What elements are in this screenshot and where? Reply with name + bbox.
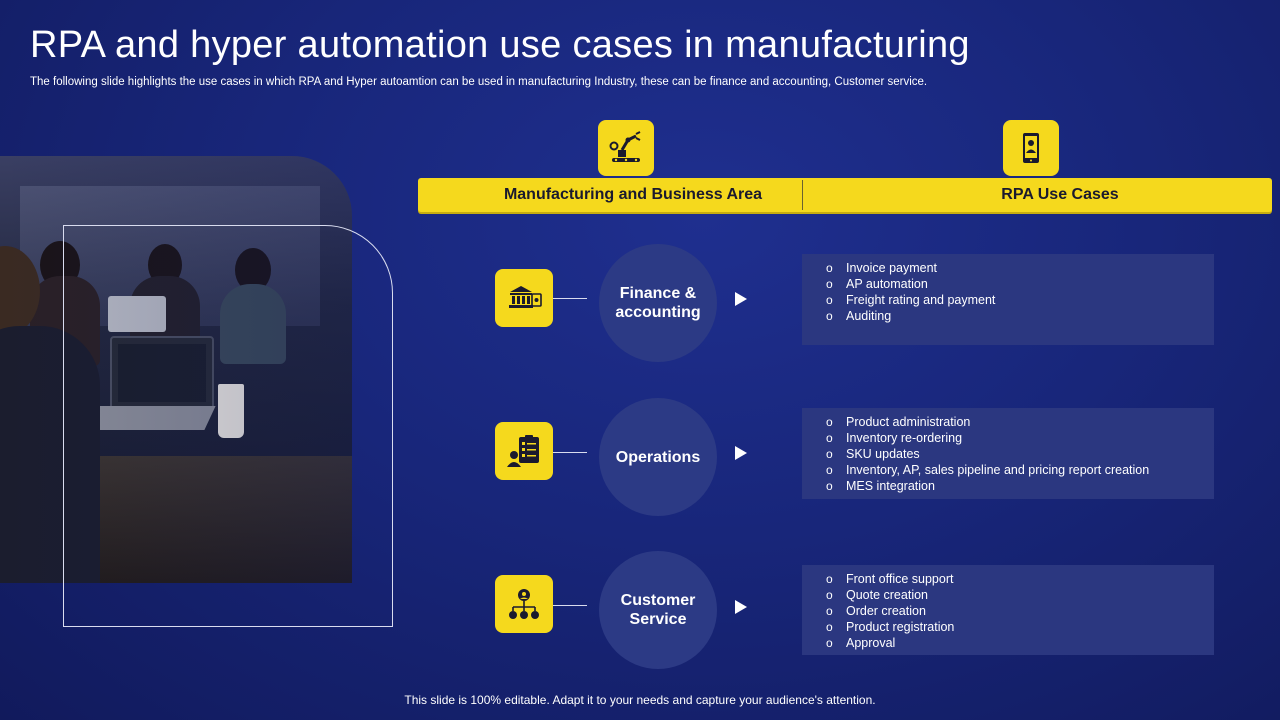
area-label: Operations — [615, 448, 701, 466]
robot-arm-icon — [598, 120, 654, 176]
decorative-frame — [63, 225, 393, 627]
list-item: Inventory re-ordering — [826, 430, 1214, 446]
page-title: RPA and hyper automation use cases in ma… — [30, 24, 970, 66]
list-item: Invoice payment — [826, 260, 1214, 276]
footer-note: This slide is 100% editable. Adapt it to… — [404, 693, 876, 707]
mobile-user-icon — [1003, 120, 1059, 176]
arrow-right-icon — [735, 446, 747, 460]
list-item: SKU updates — [826, 446, 1214, 462]
list-item: Auditing — [826, 308, 1214, 324]
area-label: Customer Service — [620, 592, 696, 628]
clipboard-worker-icon — [495, 422, 553, 480]
page-subtitle: The following slide highlights the use c… — [30, 76, 928, 88]
use-case-box: Product administration Inventory re-orde… — [802, 408, 1214, 499]
header-use-cases-label: RPA Use Cases — [1001, 186, 1119, 203]
customer-network-icon — [495, 575, 553, 633]
header-area-label: Manufacturing and Business Area — [503, 186, 763, 203]
list-item: MES integration — [826, 478, 1214, 494]
list-item: Quote creation — [826, 587, 1214, 603]
list-item: Product administration — [826, 414, 1214, 430]
area-label: Finance & accounting — [615, 285, 701, 321]
list-item: AP automation — [826, 276, 1214, 292]
arrow-right-icon — [735, 600, 747, 614]
list-item: Freight rating and payment — [826, 292, 1214, 308]
list-item: Order creation — [826, 603, 1214, 619]
area-finance: Finance & accounting — [599, 244, 717, 362]
bank-money-icon — [495, 269, 553, 327]
arrow-right-icon — [735, 292, 747, 306]
list-item: Approval — [826, 635, 1214, 651]
use-case-box: Invoice payment AP automation Freight ra… — [802, 254, 1214, 345]
area-operations: Operations — [599, 398, 717, 516]
list-item: Inventory, AP, sales pipeline and pricin… — [826, 462, 1214, 478]
list-item: Front office support — [826, 571, 1214, 587]
area-customer-service: Customer Service — [599, 551, 717, 669]
table-header: Manufacturing and Business Area RPA Use … — [418, 178, 1272, 212]
list-item: Product registration — [826, 619, 1214, 635]
use-case-box: Front office support Quote creation Orde… — [802, 565, 1214, 655]
